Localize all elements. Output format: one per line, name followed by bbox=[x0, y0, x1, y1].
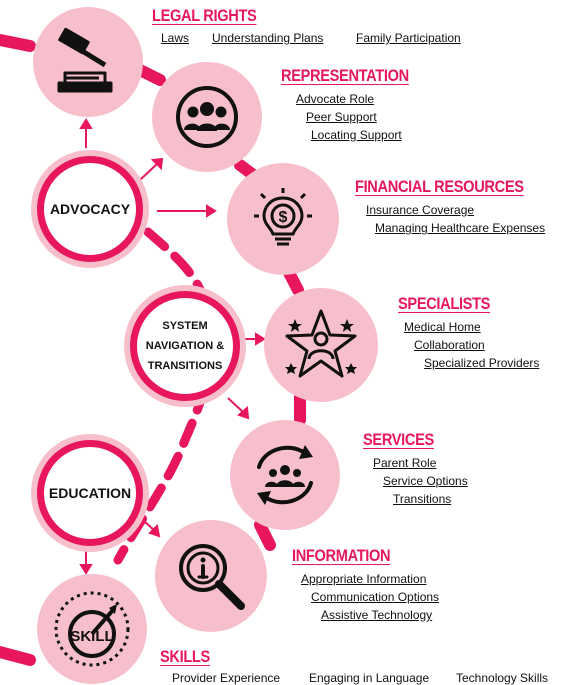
skills-circle: SKILL bbox=[37, 574, 147, 684]
advocacy-hub: ADVOCACY bbox=[37, 156, 143, 262]
services-circle bbox=[230, 420, 340, 530]
services-link-options[interactable]: Service Options bbox=[383, 474, 468, 488]
education-label: EDUCATION bbox=[48, 485, 132, 501]
solid-connector-rep bbox=[134, 64, 166, 86]
skills-link-provider[interactable]: Provider Experience bbox=[172, 671, 281, 685]
financial-resources-circle: $ bbox=[227, 163, 339, 275]
legal-rights-link-laws[interactable]: Laws bbox=[161, 31, 190, 45]
financial-link-expenses[interactable]: Managing Healthcare Expenses bbox=[375, 221, 546, 235]
system-label-line1: SYSTEM bbox=[162, 320, 208, 332]
cycle-group-icon bbox=[257, 445, 313, 505]
system-navigation-hub: SYSTEM NAVIGATION & TRANSITIONS bbox=[130, 291, 240, 401]
legal-rights-link-plans[interactable]: Understanding Plans bbox=[212, 31, 324, 45]
services-link-parent-role[interactable]: Parent Role bbox=[373, 456, 437, 470]
specialists-link-medical-home[interactable]: Medical Home bbox=[404, 320, 481, 334]
financial-link-insurance[interactable]: Insurance Coverage bbox=[366, 203, 475, 217]
representation-link-locating[interactable]: Locating Support bbox=[311, 128, 402, 142]
group-people-icon bbox=[176, 86, 238, 148]
representation-link-advocate[interactable]: Advocate Role bbox=[296, 92, 375, 106]
services-link-transitions[interactable]: Transitions bbox=[393, 492, 452, 506]
representation-circle bbox=[152, 62, 262, 172]
information-link-communication[interactable]: Communication Options bbox=[311, 590, 440, 604]
system-label-line2: NAVIGATION & bbox=[145, 340, 225, 352]
skills-link-technology[interactable]: Technology Skills bbox=[456, 671, 549, 685]
specialists-circle bbox=[264, 288, 378, 402]
solid-connector-bottom bbox=[0, 646, 36, 666]
information-link-appropriate[interactable]: Appropriate Information bbox=[301, 572, 427, 586]
legal-rights-circle bbox=[33, 7, 143, 117]
financial-resources-title: FINANCIAL RESOURCES bbox=[355, 177, 524, 196]
info-magnifier-icon bbox=[179, 544, 245, 610]
skills-title: SKILLS bbox=[160, 647, 210, 666]
skills-link-language[interactable]: Engaging in Language bbox=[309, 671, 430, 685]
star-person-icon bbox=[285, 309, 357, 378]
solid-connector-top bbox=[0, 34, 36, 52]
system-label-line3: TRANSITIONS bbox=[147, 360, 223, 372]
representation-title: REPRESENTATION bbox=[281, 66, 409, 85]
gavel-book-icon bbox=[57, 27, 113, 93]
specialists-link-providers[interactable]: Specialized Providers bbox=[424, 356, 540, 370]
specialists-link-collaboration[interactable]: Collaboration bbox=[414, 338, 485, 352]
specialists-title: SPECIALISTS bbox=[398, 294, 491, 313]
skill-gauge-icon: SKILL bbox=[54, 591, 130, 667]
information-link-assistive[interactable]: Assistive Technology bbox=[321, 608, 433, 622]
solid-connector-info bbox=[254, 519, 276, 551]
services-title: SERVICES bbox=[363, 430, 434, 449]
legal-rights-title: LEGAL RIGHTS bbox=[152, 6, 257, 25]
information-title: INFORMATION bbox=[292, 546, 391, 565]
information-circle bbox=[155, 520, 267, 632]
advocacy-label: ADVOCACY bbox=[49, 201, 131, 217]
svg-text:$: $ bbox=[279, 209, 288, 226]
dollar-lightbulb-icon: $ bbox=[254, 188, 312, 246]
education-hub: EDUCATION bbox=[37, 440, 143, 546]
skill-badge-text: SKILL bbox=[70, 628, 113, 645]
legal-rights-link-family[interactable]: Family Participation bbox=[356, 31, 461, 45]
representation-link-peer[interactable]: Peer Support bbox=[306, 110, 377, 124]
